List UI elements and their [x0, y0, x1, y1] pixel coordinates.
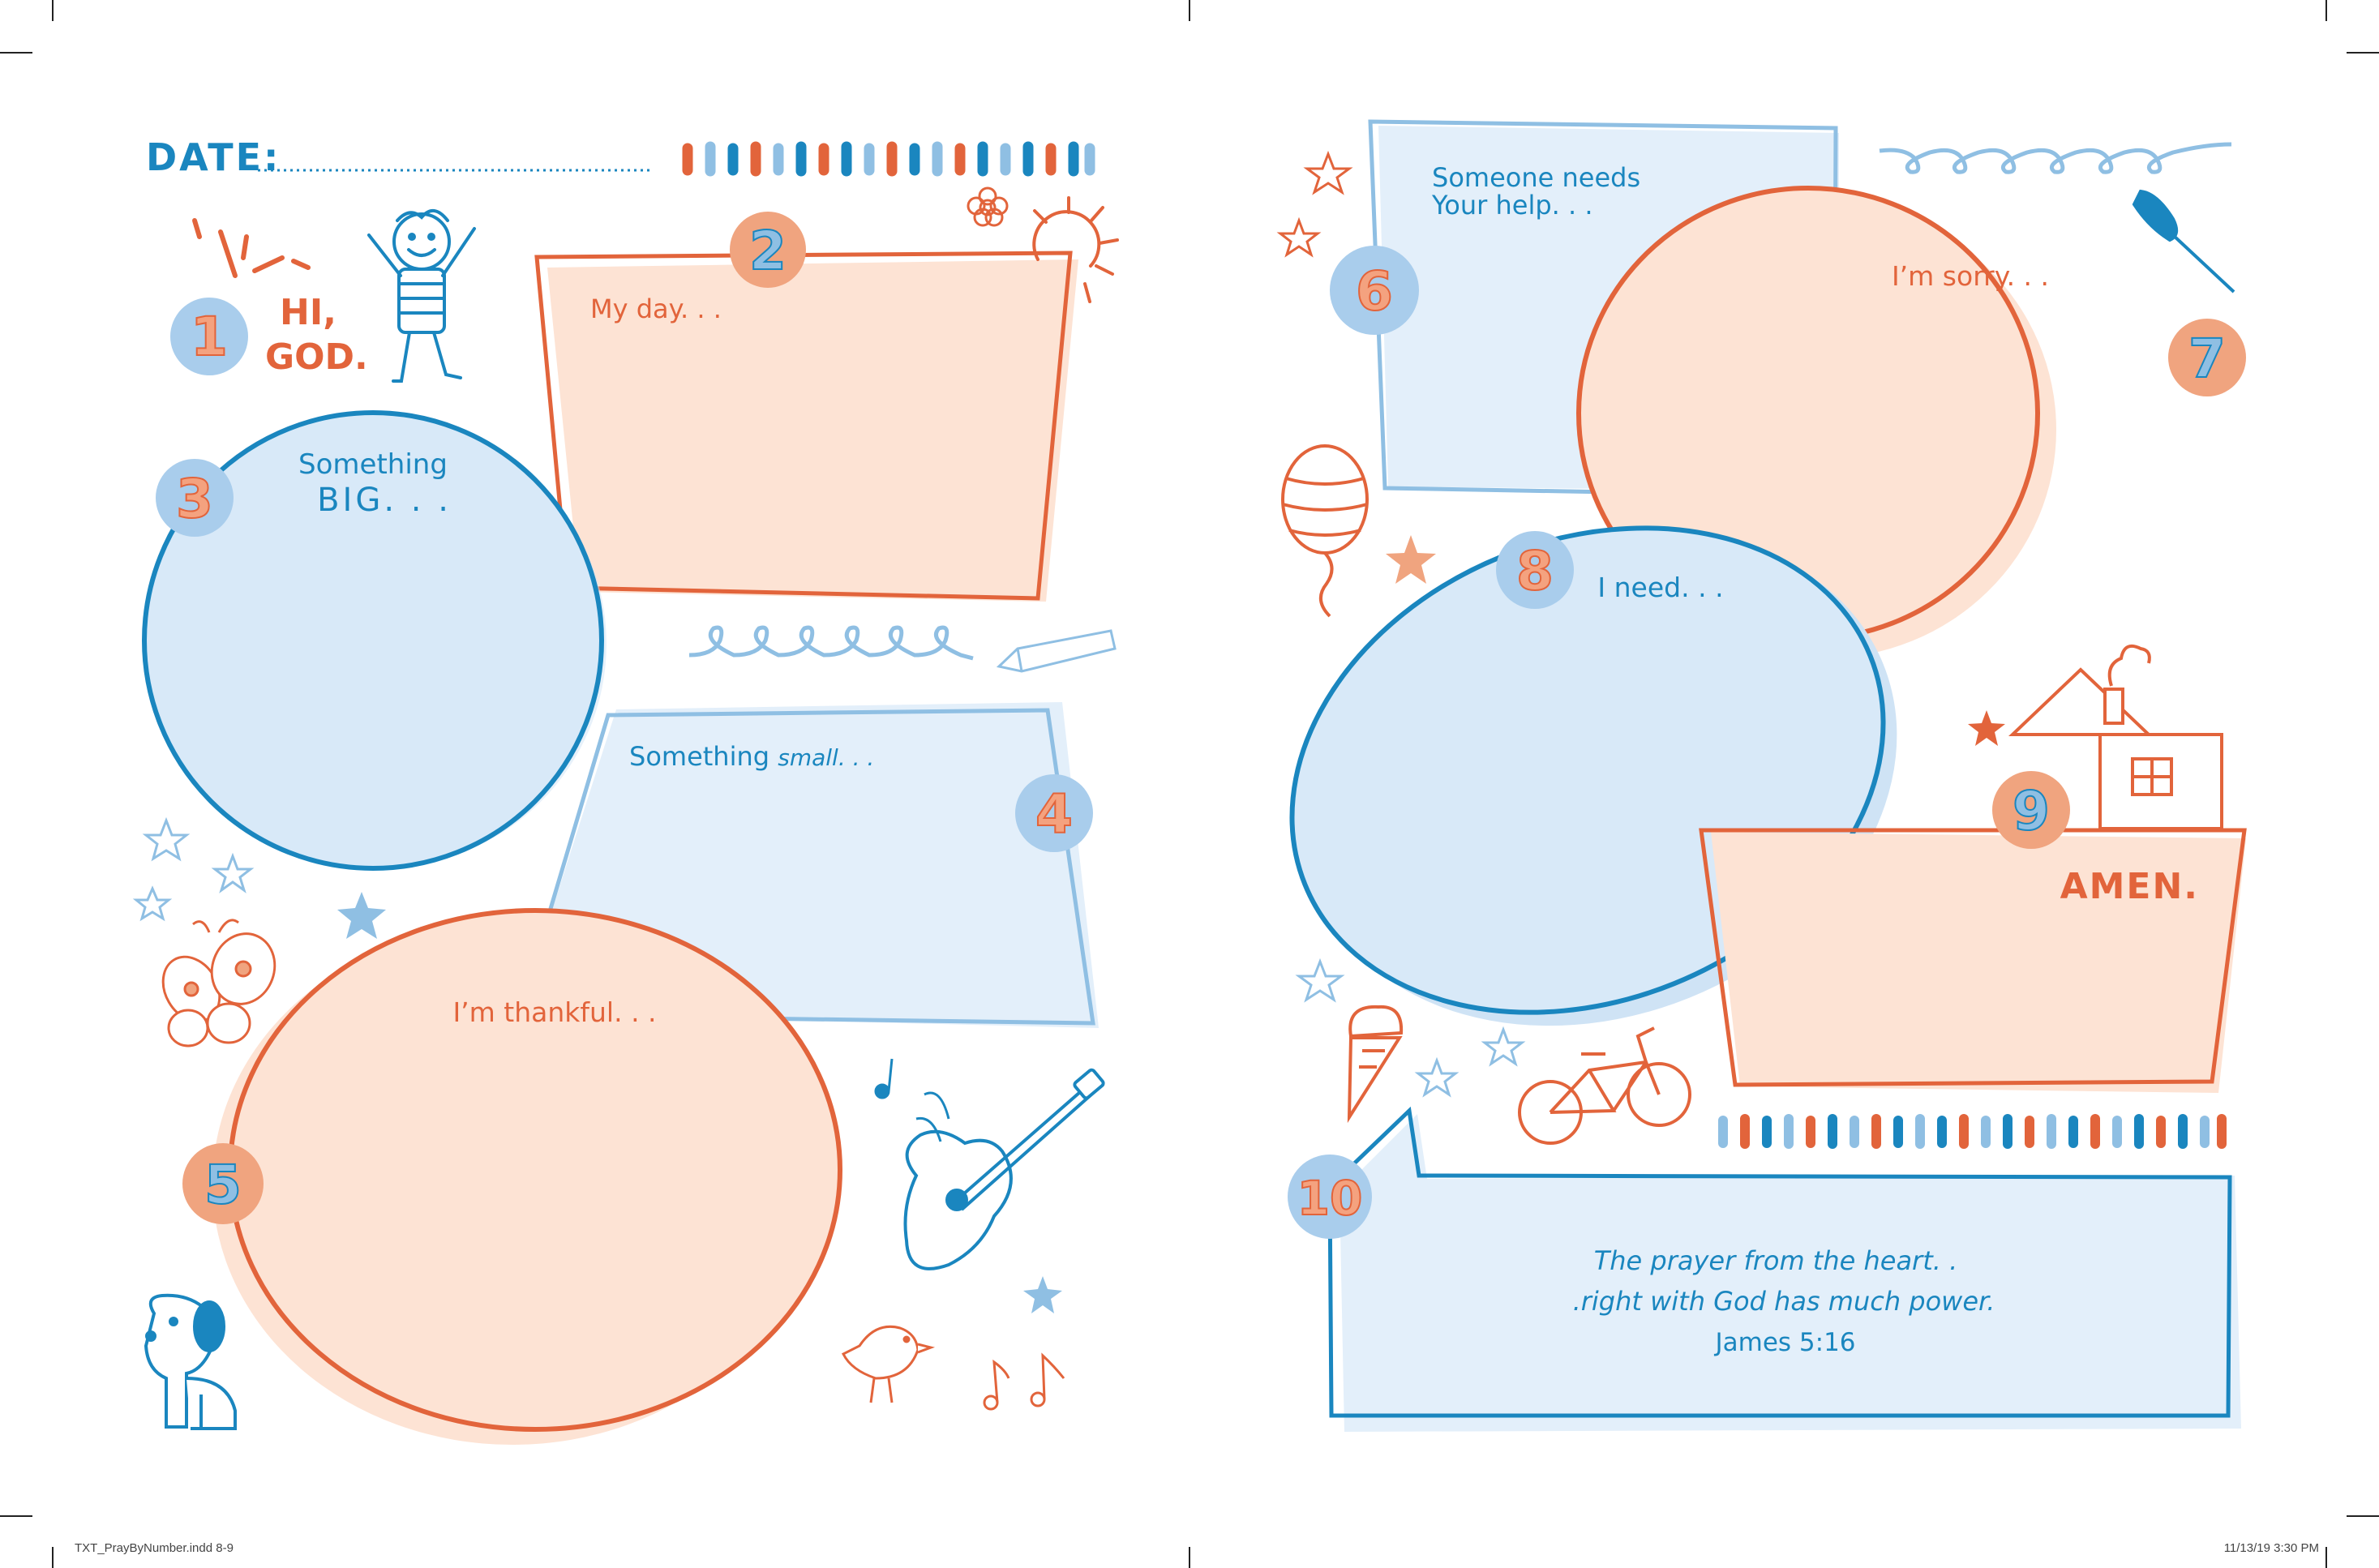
star-orange-filled-icon [1386, 535, 1436, 584]
number-badge-1 [170, 298, 248, 375]
number-6: 6 [1356, 260, 1393, 323]
star-icons-right-top [1276, 150, 1353, 258]
something-big-prompt-line-1: Something [298, 448, 448, 481]
ice-cream-icon [1347, 1005, 1404, 1124]
music-notes-icon [874, 1058, 950, 1142]
number-badge-4 [1015, 774, 1093, 852]
my-day-shadow [547, 259, 1078, 602]
number-8: 8 [1516, 540, 1554, 602]
my-day-prompt: My day. . . [590, 293, 722, 324]
something-big-prompt-line-2: BIG. . . [317, 482, 452, 519]
something-small-prompt: Something small. . . [629, 741, 874, 772]
sorry-prompt: I’m sorry. . . [1892, 260, 2049, 292]
i-need-prompt: I need. . . [1597, 572, 1723, 603]
number-3: 3 [176, 468, 213, 530]
number-4: 4 [1035, 783, 1073, 846]
flower-icon [967, 186, 1009, 227]
dog-icon [144, 1293, 237, 1430]
section-5: I’m thankful. . . 5 [182, 908, 842, 1445]
section-10: The prayer from the heart. . .right with… [1288, 1106, 2241, 1432]
thankful-oval[interactable] [228, 908, 842, 1432]
number-badge-3 [156, 459, 234, 537]
number-badge-8 [1496, 531, 1574, 609]
happy-boy-icon [367, 209, 476, 383]
star-icons-left [132, 816, 255, 922]
sun-icon [1032, 196, 1119, 303]
footer-timestamp: 11/13/19 3:30 PM [2224, 1541, 2319, 1555]
section-2: My day. . . 2 [534, 212, 1078, 602]
number-10: 10 [1297, 1171, 1363, 1226]
verse-bubble[interactable] [1327, 1106, 2232, 1418]
bicycle-icon [1518, 1026, 1691, 1145]
guitar-icon [903, 1068, 1105, 1270]
verse-line-2: .right with God has much power. [1573, 1286, 1995, 1317]
paintbrush-icon [2132, 189, 2235, 293]
star-icons-right-bottom [1295, 958, 1526, 1098]
house-icon [2008, 645, 2223, 830]
my-day-box[interactable] [534, 251, 1073, 601]
someone-needs-prompt-line-1: Someone needs [1432, 162, 1640, 193]
number-badge-5 [182, 1143, 264, 1224]
balloon-icon [1281, 444, 1369, 618]
someone-needs-prompt-line-2: Your help. . . [1431, 190, 1593, 221]
pencil-icon [996, 629, 1117, 673]
greeting-line-1: HI, [280, 292, 336, 333]
thankful-prompt: I’m thankful. . . [452, 996, 656, 1028]
number-1: 1 [191, 306, 228, 368]
butterfly-icon [161, 919, 276, 1047]
dash-stripe-bottom-right [1718, 1114, 2227, 1149]
dash-stripe-top-left [682, 141, 1095, 177]
squiggle-doodle [688, 625, 974, 661]
bird-icon [841, 1325, 936, 1403]
star-orange-small-icon [1968, 710, 2005, 746]
something-big-circle[interactable] [142, 410, 604, 871]
number-badge-10 [1288, 1155, 1372, 1239]
number-5: 5 [204, 1154, 242, 1216]
number-badge-2 [730, 212, 806, 288]
section-9: AMEN. 9 [1699, 771, 2247, 1093]
number-badge-7 [2168, 319, 2246, 396]
star-filled-icon [337, 892, 386, 939]
verse-reference: James 5:16 [1713, 1328, 1855, 1357]
greeting-line-2: GOD. [265, 336, 368, 378]
amen-prompt: AMEN. [2060, 866, 2199, 907]
section-1: 1 HI, GOD. [170, 218, 368, 378]
section-3: Something BIG. . . 3 [142, 410, 607, 871]
number-9: 9 [2013, 780, 2050, 842]
music-notes-orange-icon [983, 1352, 1065, 1411]
number-badge-6 [1330, 246, 1419, 335]
excitement-lines-icon [192, 218, 311, 278]
number-badge-9 [1992, 771, 2070, 849]
star-filled-blue-icon [1023, 1276, 1062, 1313]
number-2: 2 [749, 220, 787, 282]
number-7: 7 [2188, 328, 2226, 390]
date-label: DATE: [146, 135, 281, 179]
footer-file-slug: TXT_PrayByNumber.indd 8-9 [75, 1541, 234, 1555]
loop-squiggle-doodle [1879, 142, 2232, 174]
verse-line-1: The prayer from the heart. . [1594, 1245, 1958, 1276]
